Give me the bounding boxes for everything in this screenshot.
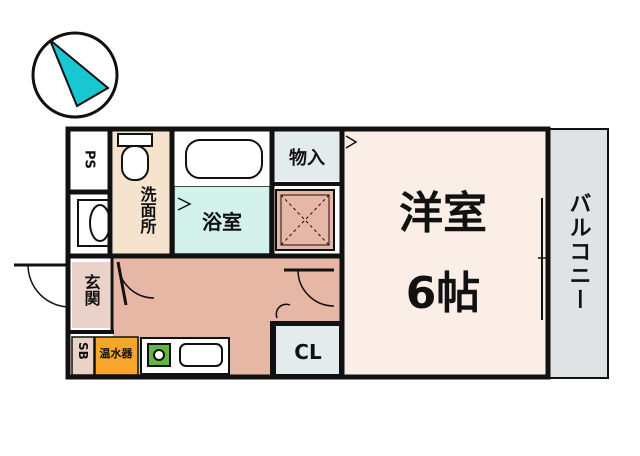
entrance-label: 玄関 [82, 273, 101, 307]
water-heater-label: 温水器 [100, 346, 134, 360]
western-room [342, 131, 546, 375]
toilet-icon [117, 133, 153, 181]
compass [31, 31, 119, 119]
pipe-space-label: PS [82, 150, 97, 169]
water-heater [94, 336, 139, 376]
sink-icon [179, 343, 223, 367]
washroom-label: 洗面所 [138, 185, 157, 235]
closet-label: CL [294, 340, 322, 364]
compass-needle-icon [49, 39, 110, 108]
balcony-label: バルコニー [566, 192, 591, 312]
storage [274, 131, 340, 181]
bathroom-label: 浴室 [202, 210, 242, 234]
entrance [72, 262, 110, 328]
bathtub-icon [185, 139, 263, 179]
pipe-space [70, 131, 110, 191]
stove-icon [147, 343, 171, 367]
entrance-door [14, 263, 71, 308]
walls [65, 126, 551, 380]
shower-inner [280, 194, 330, 246]
interior-doors [116, 135, 548, 320]
storage-label: 物入 [289, 147, 325, 169]
shoe-box-label: SB [76, 342, 90, 360]
western-room-name: 洋室 [399, 188, 487, 239]
balcony [547, 128, 609, 379]
western-room-size: 6帖 [406, 268, 481, 319]
wash-basin-icon [77, 199, 111, 247]
